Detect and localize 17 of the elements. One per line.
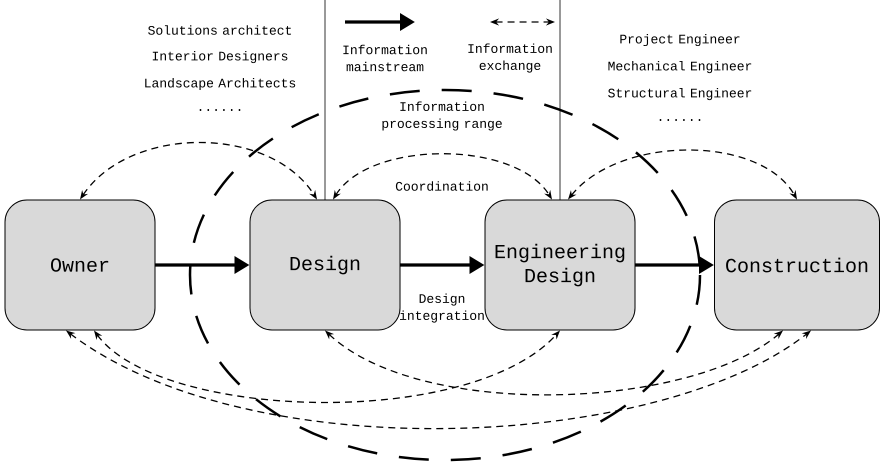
process-box: Construction	[714, 200, 880, 330]
role-text: Solutions architect	[148, 25, 292, 35]
role-text: Mechanical Engineer	[608, 60, 752, 74]
process-box: Design	[250, 200, 400, 330]
process-box: Owner	[4, 200, 156, 330]
ellipsis: ......	[200, 109, 240, 111]
role-text: Structural Engineer	[608, 88, 752, 100]
area-label: Information processing range	[382, 101, 502, 131]
ellipsis: ......	[660, 119, 700, 121]
role-text: Landscape Architects	[145, 78, 296, 90]
area-label: Design integration	[400, 293, 484, 323]
role-text: Interior Designers	[152, 50, 288, 64]
legend-text: Information mainstream	[343, 44, 427, 72]
role-text: Project Engineer	[620, 34, 740, 46]
legend-text: Information exchange	[468, 43, 552, 73]
process-box: Engineering Design	[484, 200, 636, 330]
area-label: Coordination	[396, 181, 488, 191]
